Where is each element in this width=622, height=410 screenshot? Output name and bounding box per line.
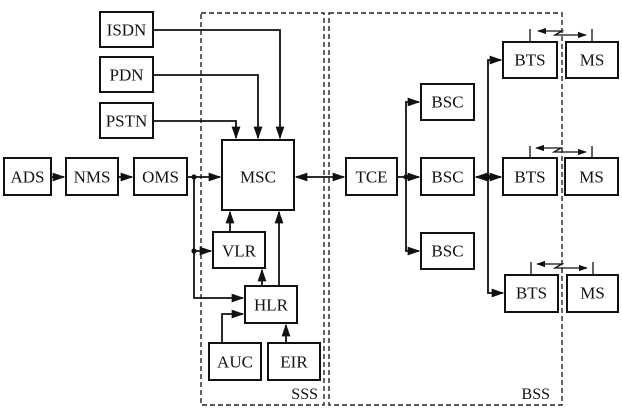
pdn-node: PDN xyxy=(99,56,154,93)
ads-node: ADS xyxy=(3,157,52,196)
hlr-label: HLR xyxy=(254,296,289,315)
nms-node: NMS xyxy=(65,157,119,196)
junction-dot xyxy=(191,248,197,254)
pstn-label: PSTN xyxy=(106,112,148,131)
isdn-to-msc-link xyxy=(153,29,285,140)
eir-node: EIR xyxy=(267,342,321,381)
bsc2-label: BSC xyxy=(431,168,463,187)
bts-node-1: BTS xyxy=(502,41,558,79)
bts-node-2: BTS xyxy=(502,157,558,196)
auc-node: AUC xyxy=(208,342,262,381)
tce-to-bsc3-link xyxy=(405,177,421,256)
ms-node-2: MS xyxy=(564,157,619,196)
junction-dot xyxy=(403,174,409,180)
bsc-node-2: BSC xyxy=(420,157,475,196)
bsc-to-bts3-link xyxy=(487,177,505,298)
wireless-link-1 xyxy=(529,27,593,42)
nms-label: NMS xyxy=(74,168,111,187)
sss-region: SSS xyxy=(200,12,325,406)
vlr-label: VLR xyxy=(222,242,257,261)
pdn-label: PDN xyxy=(109,66,143,85)
auc-to-hlr-link xyxy=(221,309,245,343)
vlr-node: VLR xyxy=(212,231,266,269)
tce-to-bsc1-link xyxy=(405,97,421,177)
bsc-node-3: BSC xyxy=(420,232,475,270)
ms1-label: MS xyxy=(580,51,605,70)
msc-label: MSC xyxy=(240,168,276,187)
junction-dot xyxy=(191,174,197,180)
wireless-link-2 xyxy=(529,144,593,158)
hlr-node: HLR xyxy=(244,285,298,324)
ms2-label: MS xyxy=(579,168,604,187)
bts3-label: BTS xyxy=(516,284,547,303)
bsc3-label: BSC xyxy=(431,242,463,261)
pstn-to-msc-link xyxy=(153,120,241,140)
oms-bus xyxy=(193,177,245,303)
ads-label: ADS xyxy=(10,168,44,187)
wireless-link-3 xyxy=(530,260,594,275)
auc-label: AUC xyxy=(217,353,253,372)
msc-node: MSC xyxy=(221,139,295,211)
bts-node-3: BTS xyxy=(504,274,559,313)
oms-node: OMS xyxy=(133,157,188,196)
bts2-label: BTS xyxy=(514,168,545,187)
bsc-node-1: BSC xyxy=(420,83,475,121)
bsc-to-bts1-link xyxy=(487,55,503,177)
bsc1-label: BSC xyxy=(431,93,463,112)
bts1-label: BTS xyxy=(514,51,545,70)
eir-label: EIR xyxy=(280,353,308,372)
ms3-label: MS xyxy=(580,284,605,303)
oms-label: OMS xyxy=(142,168,179,187)
isdn-node: ISDN xyxy=(99,11,154,48)
bss-label: BSS xyxy=(522,386,550,403)
pdn-to-msc-link xyxy=(153,74,263,140)
ms-node-1: MS xyxy=(565,41,619,79)
bss-region: BSS xyxy=(328,12,563,406)
junction-dot xyxy=(485,174,491,180)
pstn-node: PSTN xyxy=(99,102,154,139)
tce-node: TCE xyxy=(345,157,398,196)
tce-label: TCE xyxy=(355,168,387,187)
sss-label: SSS xyxy=(291,386,318,403)
isdn-label: ISDN xyxy=(107,21,147,40)
ms-node-3: MS xyxy=(566,274,619,313)
